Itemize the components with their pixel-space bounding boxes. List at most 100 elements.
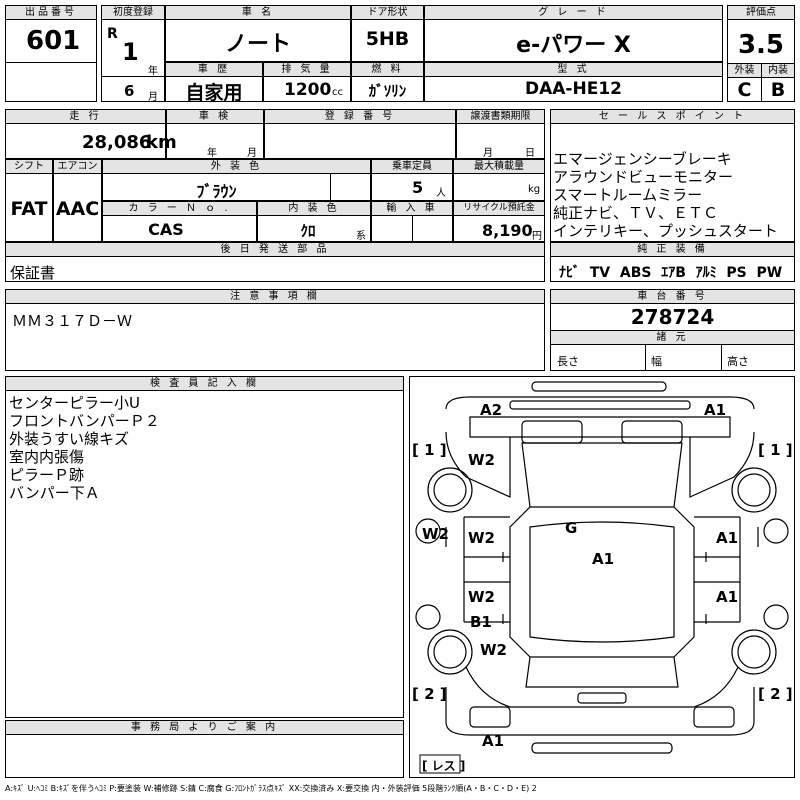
inspection-box: 車 検 年 月 <box>166 109 264 159</box>
ac-label: エアコン <box>53 159 102 174</box>
sales-point: アラウンドビューモニター <box>553 168 734 186</box>
transfer-month-unit: 月 <box>483 148 493 159</box>
insp-year-unit: 年 <box>207 148 217 159</box>
recycle-label: リサイクル預託金 <box>453 201 545 216</box>
office-label: 事 務 局 よ り ご 案 内 <box>5 720 404 735</box>
lot-label: 出品番号 <box>5 5 97 20</box>
model-box: 型 式 DAA-HE12 <box>424 62 723 102</box>
equip-ps: PS <box>726 265 747 281</box>
chassis-label: 車 台 番 号 <box>550 289 795 304</box>
damage-a2: A2 <box>480 401 502 419</box>
equipment-label: 純 正 装 備 <box>550 242 795 257</box>
mileage: 28,086 <box>82 132 152 153</box>
equip-abs: ABS <box>619 265 652 281</box>
transfer-label: 譲渡書類期限 <box>456 109 545 124</box>
displacement-label: 排 気 量 <box>263 62 351 77</box>
inspector-box: 検 査 員 記 入 欄 センターピラー小U フロントバンパーＰ２ 外装うすい線キ… <box>5 376 404 718</box>
damage-a1-rear: A1 <box>482 732 504 750</box>
capacity: 5 <box>412 178 424 197</box>
displacement: 1200 <box>284 80 332 100</box>
ext-grade: C <box>737 79 752 101</box>
inspector-line: バンパー下Ａ <box>9 484 100 502</box>
history-label: 車 歴 <box>165 62 263 77</box>
inspector-line: フロントバンパーＰ２ <box>9 412 160 430</box>
ac: AAC <box>55 198 100 220</box>
cc-unit: cc <box>332 87 343 98</box>
capacity-unit: 人 <box>436 188 446 199</box>
door-box: ドア形状 5HB <box>351 5 424 62</box>
mileage-label: 走 行 <box>5 109 166 124</box>
inspector-line: 室内内張傷 <box>9 448 85 466</box>
shift: FAT <box>10 198 48 220</box>
colorno-box: カ ラ ー Ｎ ｏ . CAS <box>102 201 257 242</box>
legend: A:ｷｽﾞ U:ﾍｺﾐ B:ｷｽﾞを伴うﾍｺﾐ P:要塗装 W:補修跡 S:錆 … <box>5 784 537 793</box>
history-box: 車 歴 自家用 <box>165 62 263 104</box>
capacity-box: 乗車定員 5 人 <box>371 159 453 201</box>
inspector-line: センターピラー小U <box>9 394 140 412</box>
equipment-box: 純 正 装 備 ﾅﾋﾞ TV ABS ｴｱB ｱﾙﾐ PS PW <box>550 242 795 282</box>
insp-month-unit: 月 <box>247 148 257 159</box>
ac-box: エアコン AAC <box>53 159 102 242</box>
transfer-day-unit: 日 <box>525 148 535 159</box>
equip-navi: ﾅﾋﾞ <box>559 265 580 281</box>
recycle-unit: 円 <box>532 231 542 242</box>
inspector-line: ピラーＰ跡 <box>9 466 85 484</box>
damage-w2-fender: W2 <box>468 451 495 469</box>
spec-height: 高さ <box>727 355 749 368</box>
spec-width: 幅 <box>651 355 662 368</box>
mileage-box: 走 行 28,086 km <box>5 109 177 159</box>
import-label: 輸 入 車 <box>371 201 453 216</box>
damage-a1-roof: A1 <box>592 550 614 568</box>
color-code: CAS <box>148 220 184 239</box>
later-parts-label: 後 日 発 送 部 品 <box>5 242 545 257</box>
equip-airbag: ｴｱB <box>661 265 686 281</box>
sales-box: セ ー ル ス ポ イ ン ト エマージェンシーブレーキ アラウンドビューモニタ… <box>550 109 795 242</box>
spec-length: 長さ <box>557 355 579 368</box>
equip-alloy: ｱﾙﾐ <box>695 265 717 281</box>
car-name-label: 車 名 <box>165 5 351 20</box>
notes-text: ＭＭ３１７Ｄ－Ｗ <box>12 312 133 330</box>
interior-label: 内 装 色 <box>257 201 371 216</box>
recycle-box: リサイクル預託金 8,190 円 <box>453 201 545 242</box>
first-registration-box: 初度登録 R 1 年 6 月 <box>101 5 165 103</box>
grade-label: グ レ ー ド <box>424 5 723 20</box>
notes-label: 注 意 事 項 欄 <box>5 289 545 304</box>
capacity-label: 乗車定員 <box>371 159 453 174</box>
damage-w2-left: W2 <box>422 525 449 543</box>
grade-box: グ レ ー ド e-パワー X <box>424 5 723 62</box>
sales-point: 純正ナビ、ＴＶ、ＥＴＣ <box>553 204 719 222</box>
displacement-box: 排 気 量 1200 cc <box>263 62 351 102</box>
later-parts-box: 後 日 発 送 部 品 保証書 <box>5 242 545 282</box>
shift-label: シフト <box>5 159 53 174</box>
score-box: 評価点 3.5 外装 内装 C B <box>727 5 795 102</box>
damage-w2-rear-fender: W2 <box>480 641 507 659</box>
maxload-label: 最大積載量 <box>453 159 545 174</box>
score: 3.5 <box>737 30 785 60</box>
history: 自家用 <box>185 82 243 104</box>
regno-label: 登 録 番 号 <box>264 109 456 124</box>
damage-a1-front-door-r: A1 <box>716 529 738 547</box>
later-parts: 保証書 <box>10 264 56 282</box>
sales-point: エマージェンシーブレーキ <box>553 150 732 168</box>
transfer-box: 譲渡書類期限 月 日 <box>456 109 545 159</box>
chassis-number: 278724 <box>630 305 715 329</box>
int-grade: B <box>770 79 786 101</box>
damage-b1: B1 <box>470 613 492 631</box>
inspector-line: 外装うすい線キズ <box>9 430 130 448</box>
shift-box: シフト FAT <box>5 159 53 242</box>
reg-year: 1 <box>122 38 139 66</box>
era: R <box>107 26 118 42</box>
grade: e-パワー X <box>516 33 631 58</box>
import-box: 輸 入 車 <box>371 201 453 242</box>
maxload-box: 最大積載量 kg <box>453 159 545 201</box>
recycle-fee: 8,190 <box>482 221 533 240</box>
regno-box: 登 録 番 号 <box>264 109 456 159</box>
score-label: 評価点 <box>727 5 795 20</box>
bracket-1-right: [ 1 ] <box>758 441 793 459</box>
chassis-box: 車 台 番 号 278724 諸 元 長さ 幅 高さ <box>550 289 795 371</box>
sales-points: エマージェンシーブレーキ アラウンドビューモニター スマートルームミラー 純正ナ… <box>553 150 778 240</box>
inspector-label: 検 査 員 記 入 欄 <box>5 376 404 391</box>
month-unit: 月 <box>148 92 158 103</box>
bracket-2-right: [ 2 ] <box>758 685 793 703</box>
sales-label: セ ー ル ス ポ イ ン ト <box>550 109 795 124</box>
